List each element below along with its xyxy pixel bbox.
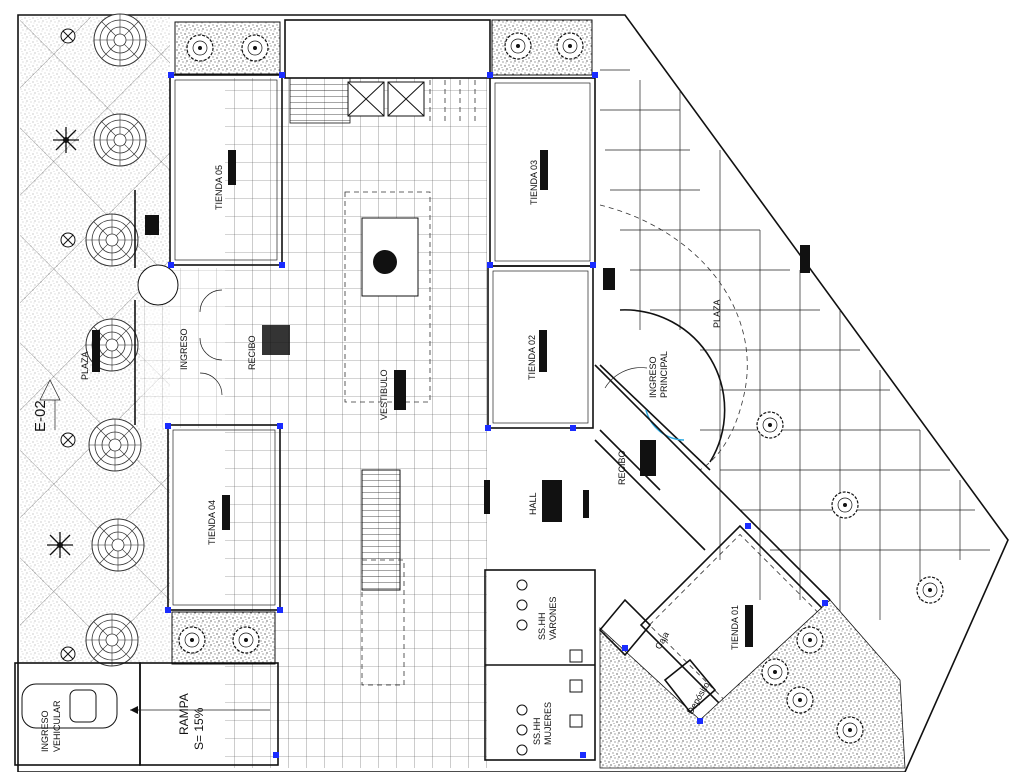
vestibulo-label: VESTIBULO	[379, 369, 389, 420]
section-marker	[39, 379, 61, 430]
door-swing-arc	[645, 409, 685, 441]
main-entrance	[599, 309, 726, 471]
ingreso-principal-line1: INGRESO	[648, 356, 658, 398]
tienda-04: TIENDA 04	[167, 424, 281, 611]
ingreso-principal-line2: PRINCIPAL	[659, 351, 669, 398]
tienda-03: TIENDA 03	[489, 77, 596, 267]
ss-varones-line2: VARONES	[548, 597, 558, 640]
recibo-left-label: RECIBO	[247, 335, 257, 370]
west-entrance	[134, 190, 223, 425]
east-diagonal-wall	[594, 364, 831, 601]
site-boundary	[17, 14, 1009, 772]
ss-mujeres-line1: SS.HH	[532, 717, 542, 745]
tienda-04-label: TIENDA 04	[207, 500, 217, 545]
tienda-02-label: TIENDA 02	[527, 335, 537, 380]
planters	[171, 19, 944, 769]
ss-varones-line1: SS.HH	[537, 612, 547, 640]
vestibule-fountain	[344, 191, 431, 403]
vehicle-ramp	[14, 662, 279, 766]
top-stairs	[284, 19, 491, 125]
plaza-right-label: PLAZA	[712, 299, 722, 328]
ingreso-label: INGRESO	[179, 328, 189, 370]
caja-label: Caja	[653, 630, 671, 651]
restrooms: SS.HH VARONES SS.HH MUJERES	[484, 569, 596, 761]
tienda-05: TIENDA 05	[169, 74, 283, 266]
ingreso-vehicular-line2: VEHICULAR	[52, 700, 62, 752]
rampa-label-line2: S= 15%	[192, 707, 206, 750]
central-stair	[361, 469, 405, 686]
tienda-03-label: TIENDA 03	[529, 160, 539, 205]
ingreso-vehicular-line1: INGRESO	[40, 710, 50, 752]
tienda-01-label: TIENDA 01	[730, 605, 740, 650]
ss-mujeres-line2: MUJERES	[543, 702, 553, 745]
tienda-02: TIENDA 02	[487, 265, 594, 429]
east-plaza-grid	[600, 69, 990, 620]
plaza-dashed-arc	[599, 204, 748, 471]
plaza-left-label: PLAZA	[80, 351, 90, 380]
structural-columns	[165, 72, 828, 758]
rampa-label-line1: RAMPA	[177, 693, 191, 735]
tienda-05-label: TIENDA 05	[214, 165, 224, 210]
section-label: E-02	[32, 400, 49, 432]
recibo-right-label: RECIBO	[617, 450, 627, 485]
hall-label: HALL	[528, 492, 538, 515]
deposito-label: Depósito	[685, 680, 711, 716]
